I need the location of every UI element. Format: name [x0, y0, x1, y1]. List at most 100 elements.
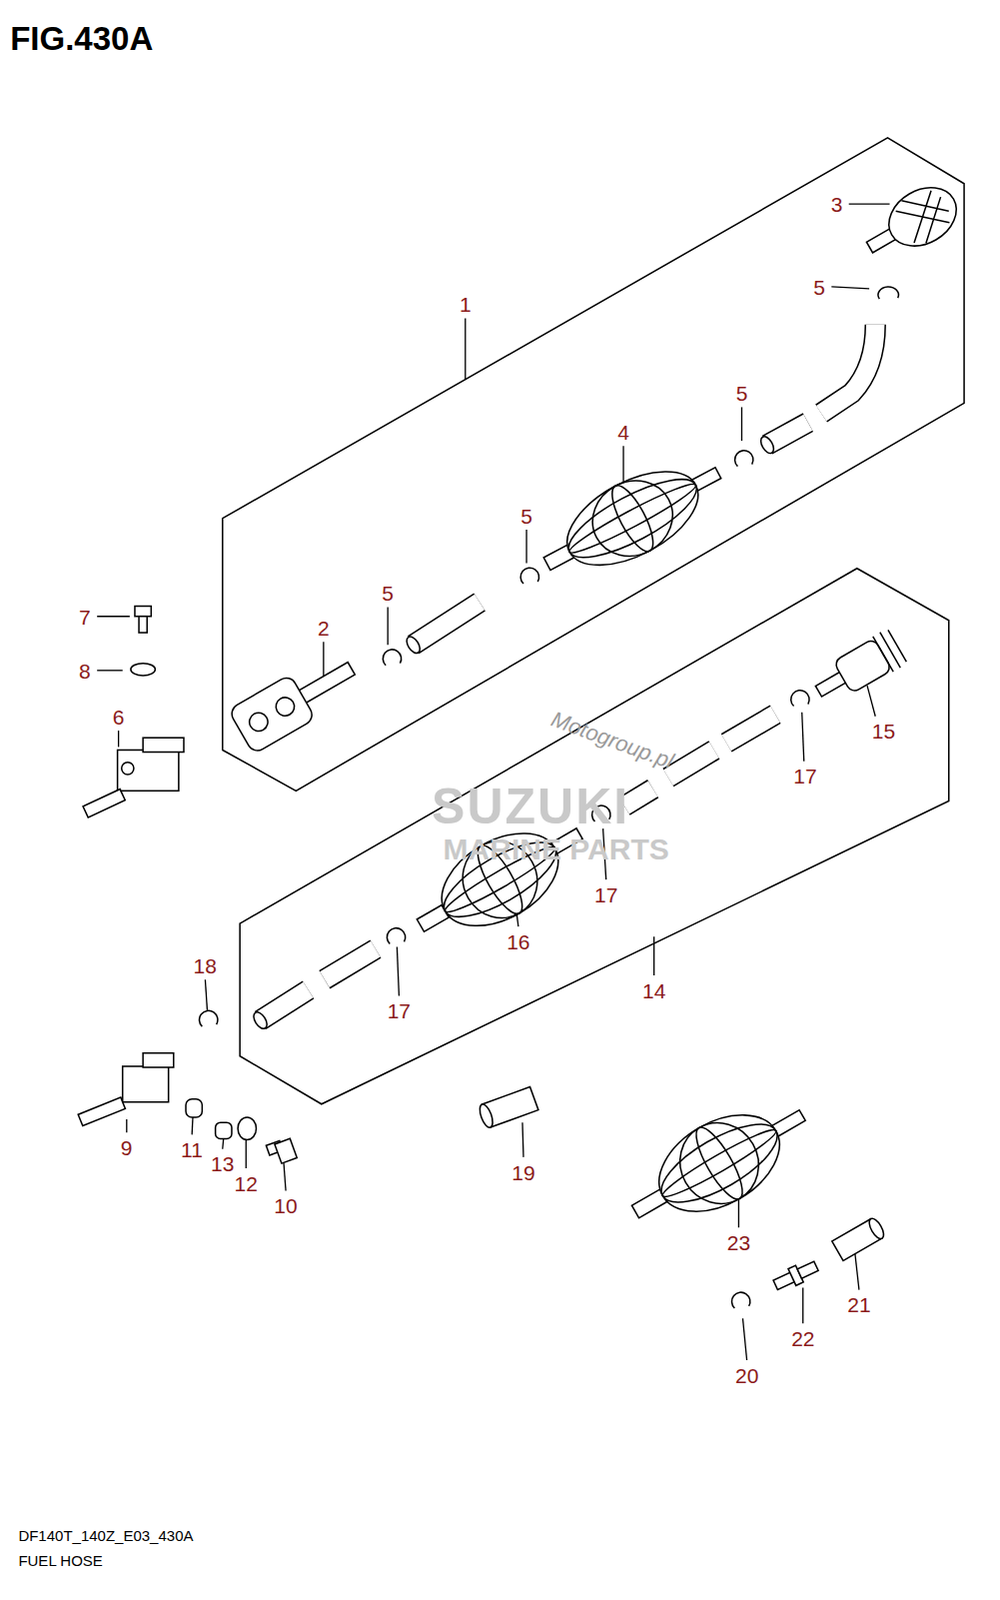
leader-line — [464, 318, 466, 380]
primer-bulb — [565, 477, 700, 560]
leader-line — [802, 1287, 804, 1324]
primer-bulb — [650, 1108, 789, 1217]
connector-part — [272, 694, 298, 720]
fuel-hose — [260, 324, 877, 1102]
fuel-hose — [324, 949, 376, 981]
callout-number: 19 — [511, 1160, 535, 1182]
primer-bulb — [665, 1107, 774, 1218]
primer-bulb — [688, 1120, 751, 1204]
connector-part — [215, 1121, 232, 1138]
hose-clip — [878, 286, 899, 299]
connector-part — [134, 606, 151, 617]
callout-number: 22 — [791, 1327, 815, 1349]
connector-part — [808, 628, 908, 710]
callout-number: 2 — [317, 617, 330, 639]
callout-number: 3 — [831, 193, 844, 215]
leader-line — [117, 730, 119, 747]
leader-line — [743, 1317, 748, 1360]
fuel-hose — [250, 1009, 270, 1031]
leader-line — [653, 936, 655, 976]
callout-number: 5 — [736, 382, 749, 404]
callout-number: 9 — [120, 1136, 133, 1158]
kit-bracket — [239, 568, 950, 1104]
connector-part — [227, 674, 315, 755]
leader-line — [96, 669, 123, 671]
connector-part — [138, 616, 147, 633]
fuel-hose — [726, 714, 776, 744]
connector-part — [185, 1098, 202, 1117]
connector-part — [130, 663, 156, 676]
connector-part — [77, 1096, 125, 1126]
fuel-hose — [324, 949, 376, 981]
callout-number: 13 — [210, 1152, 234, 1174]
leader-line — [802, 712, 805, 762]
connector-part — [82, 789, 125, 818]
fuel-hose — [260, 989, 309, 1020]
primer-bulb — [658, 1122, 780, 1202]
fuel-hose — [413, 601, 480, 645]
connector-part — [185, 1098, 202, 1117]
connector-part — [265, 1137, 297, 1163]
callout-number: 7 — [78, 605, 91, 627]
leader-line — [283, 1162, 286, 1191]
connector-part — [215, 1121, 232, 1138]
connector-part — [77, 1052, 174, 1126]
callout-number: 14 — [642, 979, 666, 1000]
primer-bulb — [559, 464, 707, 572]
leader-line — [125, 1118, 127, 1132]
connector-part — [237, 1116, 256, 1139]
hose-clip — [735, 450, 754, 467]
connector-part — [227, 646, 364, 755]
callout-number: 20 — [735, 1363, 759, 1385]
figure-caption: FUEL HOSE — [17, 1552, 102, 1568]
hose-clip — [731, 1291, 750, 1308]
leader-line — [525, 529, 527, 564]
connector-part — [122, 1065, 169, 1102]
callout-number: 5 — [381, 582, 394, 604]
connector-part — [134, 606, 151, 634]
callout-number: 11 — [180, 1138, 203, 1160]
callout-number: 17 — [387, 1000, 411, 1021]
fuel-hose — [250, 434, 777, 1031]
connector-part — [878, 175, 967, 258]
callout-number: 12 — [233, 1171, 257, 1193]
callout-number: 6 — [112, 706, 125, 728]
kit-bracket — [222, 137, 965, 791]
connector-part — [856, 175, 968, 270]
fuel-hose — [767, 422, 809, 445]
watermark: Motogroup.pl — [548, 707, 677, 773]
hose-clip — [791, 690, 810, 707]
connector-part — [142, 1052, 174, 1067]
figure-title: FIG.430A — [9, 21, 153, 55]
connector-part — [771, 1256, 820, 1293]
leader-line — [387, 607, 389, 646]
primer-bulb — [552, 452, 714, 585]
watermark: MARINE PARTS — [443, 834, 670, 865]
primer-bulb — [401, 440, 824, 1247]
primer-bulb — [529, 440, 736, 597]
leader-line — [741, 406, 743, 441]
callout-number: 16 — [506, 930, 530, 952]
fuel-hose — [726, 714, 776, 744]
callout-number: 8 — [78, 660, 91, 682]
leader-line — [738, 1195, 740, 1228]
watermark: SUZUKI — [431, 781, 630, 832]
hose-clip — [382, 649, 401, 666]
fuel-hose — [767, 422, 809, 445]
connector-part — [117, 749, 179, 791]
fuel-hose — [413, 601, 480, 645]
connector-part — [77, 175, 968, 1293]
callout-number: 4 — [617, 421, 630, 443]
leader-line — [396, 947, 399, 997]
fuel-hose — [758, 434, 777, 456]
fuel-hose — [250, 324, 876, 1102]
primer-bulb — [604, 479, 661, 556]
leader-line — [204, 979, 207, 1010]
connector-part — [82, 737, 184, 818]
primer-bulb — [579, 466, 687, 570]
primer-bulb — [615, 1079, 824, 1247]
connector-part — [893, 182, 958, 248]
kit-bracket — [222, 137, 965, 1104]
connector-part — [245, 709, 271, 735]
connector-part — [866, 1215, 887, 1241]
